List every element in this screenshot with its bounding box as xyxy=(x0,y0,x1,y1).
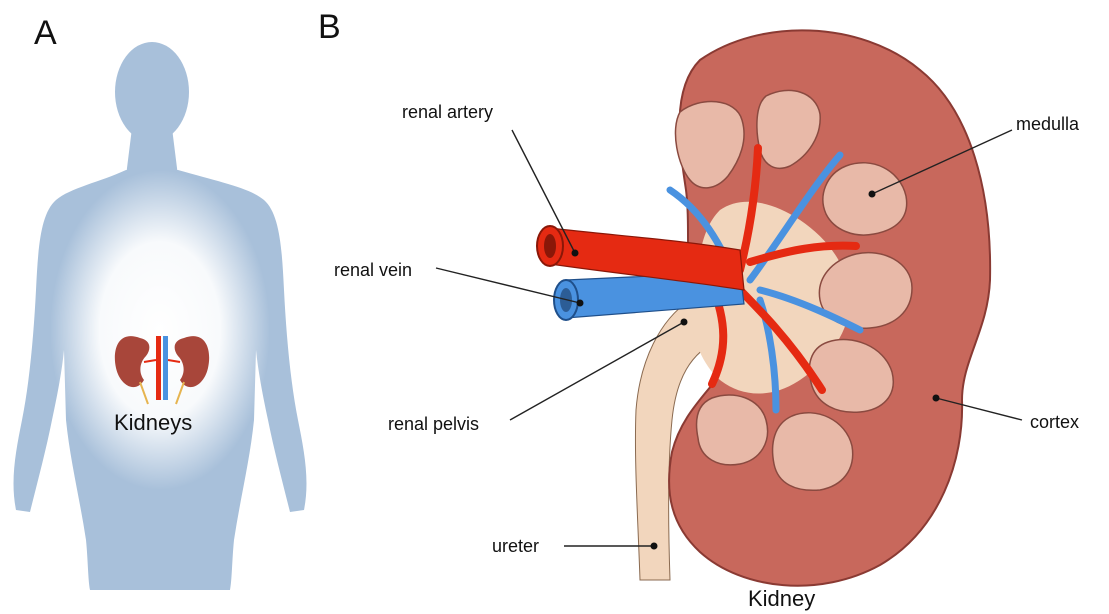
kidney-caption: Kidney xyxy=(748,586,815,612)
cortex-label: cortex xyxy=(1030,412,1079,432)
ureter-dot xyxy=(651,543,658,550)
renal-vein-dot xyxy=(577,300,584,307)
medulla-label: medulla xyxy=(1016,114,1080,134)
ureter-label: ureter xyxy=(492,536,539,556)
medulla-pyramid-7 xyxy=(697,395,768,465)
renal-pelvis-label: renal pelvis xyxy=(388,414,479,434)
renal-artery-label: renal artery xyxy=(402,102,493,122)
cortex-dot xyxy=(933,395,940,402)
medulla-dot xyxy=(869,191,876,198)
renal-pelvis-dot xyxy=(681,319,688,326)
renal-vein-label: renal vein xyxy=(334,260,412,280)
renal-artery-dot xyxy=(572,250,579,257)
renal-artery-lumen xyxy=(544,234,556,258)
